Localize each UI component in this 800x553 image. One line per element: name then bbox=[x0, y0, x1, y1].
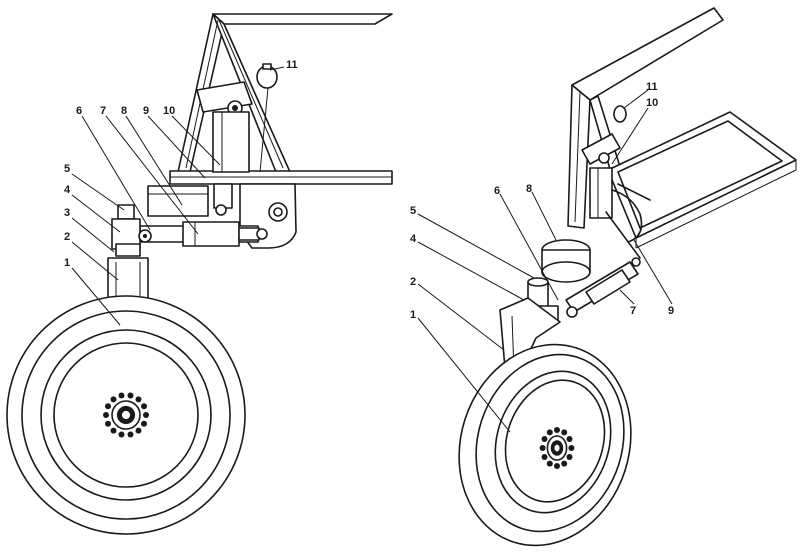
right-callout-11: 11 bbox=[646, 81, 658, 93]
hub-bolt bbox=[568, 445, 575, 451]
left-hub bbox=[103, 392, 149, 438]
hub-bolt bbox=[103, 412, 109, 418]
left-callout-10: 10 bbox=[163, 105, 175, 117]
hub-bolt bbox=[561, 429, 568, 436]
hub-bolt bbox=[141, 420, 147, 427]
left-callout-leaders bbox=[71, 66, 285, 326]
left-callout-2: 2 bbox=[64, 231, 70, 243]
hub-bolt bbox=[554, 427, 560, 433]
right-wheel bbox=[458, 343, 632, 547]
hub-bolt bbox=[141, 403, 147, 410]
hub-bolt bbox=[566, 454, 573, 460]
left-callouts: 1 2 3 4 5 6 7 8 9 10 11 bbox=[64, 59, 298, 269]
hub-axle bbox=[120, 409, 132, 421]
right-view bbox=[458, 7, 797, 547]
hub-bolt bbox=[541, 436, 548, 442]
right-callout-1: 1 bbox=[410, 309, 416, 321]
hub-bolt bbox=[110, 427, 117, 434]
right-shock-absorber bbox=[581, 105, 651, 259]
hub-bolt bbox=[546, 429, 553, 436]
right-callout-8: 8 bbox=[526, 183, 532, 195]
right-hub bbox=[539, 427, 575, 469]
hub-bolt bbox=[566, 436, 573, 442]
left-callout-4: 4 bbox=[64, 184, 71, 196]
hub-bolt bbox=[143, 412, 149, 418]
hub-bolt bbox=[110, 396, 117, 403]
left-swivel bbox=[111, 204, 152, 257]
hub-bolt bbox=[546, 460, 553, 467]
right-callout-10: 10 bbox=[646, 97, 658, 109]
right-callout-4: 4 bbox=[410, 233, 417, 245]
left-callout-7: 7 bbox=[100, 105, 106, 117]
left-fork bbox=[107, 257, 149, 301]
hub-bolt bbox=[118, 431, 125, 438]
hub-bolt bbox=[105, 403, 111, 410]
right-callout-leaders bbox=[417, 89, 673, 433]
left-callout-1: 1 bbox=[64, 257, 70, 269]
hub-bolt bbox=[554, 463, 560, 469]
hub-bolt bbox=[561, 460, 568, 467]
hub-bolt bbox=[135, 396, 142, 403]
left-callout-3: 3 bbox=[64, 207, 70, 219]
left-callout-6: 6 bbox=[76, 105, 82, 117]
right-callout-2: 2 bbox=[410, 276, 416, 288]
right-callout-9: 9 bbox=[668, 305, 674, 317]
right-callout-7: 7 bbox=[630, 305, 636, 317]
left-callout-8: 8 bbox=[121, 105, 127, 117]
hub-bolt bbox=[105, 420, 111, 427]
left-callout-11: 11 bbox=[286, 59, 298, 71]
hub-bolt bbox=[127, 392, 134, 399]
right-callout-5: 5 bbox=[410, 205, 416, 217]
left-view bbox=[6, 13, 393, 535]
left-damper-box bbox=[147, 185, 209, 217]
hub-bolt bbox=[118, 392, 125, 399]
right-callout-6: 6 bbox=[494, 185, 500, 197]
left-callout-5: 5 bbox=[64, 163, 70, 175]
right-damper-box bbox=[541, 239, 591, 283]
hub-bolt bbox=[127, 431, 134, 438]
hub-bolt bbox=[135, 427, 142, 434]
hub-bolt bbox=[541, 454, 548, 460]
left-actuator bbox=[139, 221, 268, 247]
left-callout-9: 9 bbox=[143, 105, 149, 117]
right-callouts: 1 2 4 5 6 8 7 9 10 11 bbox=[410, 81, 674, 321]
left-shock-absorber bbox=[196, 63, 278, 216]
hub-bolt bbox=[539, 445, 546, 451]
left-wheel bbox=[6, 295, 246, 535]
hub-axle bbox=[552, 442, 562, 453]
